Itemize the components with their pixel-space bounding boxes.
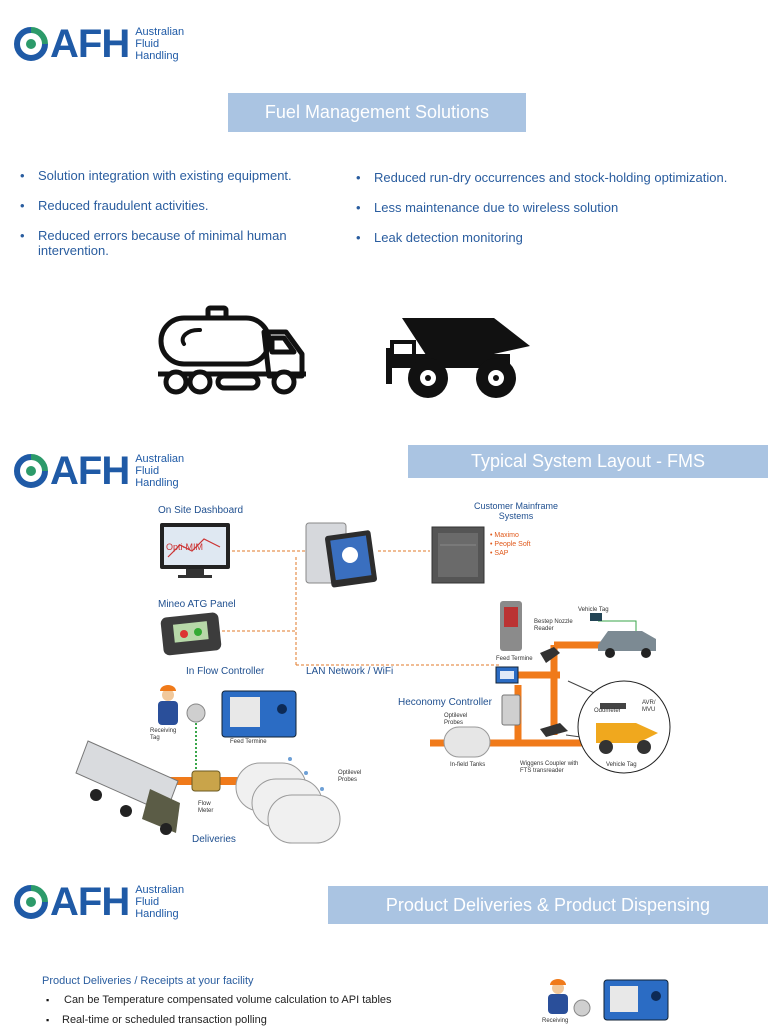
label-deliveries: Deliveries xyxy=(192,834,236,845)
dashboard-screen-text: Opti-MIM xyxy=(166,542,203,552)
slide1-left-bullets: Solution integration with existing equip… xyxy=(18,168,318,273)
label-optilevel-probes: Optilevel Probes xyxy=(338,770,362,783)
label-feed-termine-2: Feed Termine xyxy=(496,656,533,662)
bullet-item: Reduced run-dry occurrences and stock-ho… xyxy=(354,170,734,185)
mainframe-list: • Maximo • People Soft • SAP xyxy=(490,532,531,557)
label-customer-mainframe: Customer Mainframe Systems xyxy=(473,501,559,521)
logo-subtitle: Australian Fluid Handling xyxy=(135,884,185,920)
label-odometer: Odometer xyxy=(594,708,621,714)
label-lan-network: LAN Network / WiFi xyxy=(306,666,394,677)
mining-dump-truck-icon xyxy=(386,318,530,398)
system-layout-diagram xyxy=(75,522,671,844)
logo-subtitle: Australian Fluid Handling xyxy=(135,26,185,62)
slide3-bullets: Can be Temperature compensated volume ca… xyxy=(44,990,484,1030)
bullet-item: Reduced errors because of minimal human … xyxy=(18,228,318,258)
label-wiggens-coupler: Wiggens Coupler with FTS transreader xyxy=(520,761,579,774)
label-flow-meter: Flow Meter xyxy=(198,801,214,814)
logo-wordmark: AFH xyxy=(50,880,130,924)
label-avr-mvu: AVR/ MVU xyxy=(642,700,656,713)
mainframe-item: People Soft xyxy=(494,541,531,548)
afh-logo: AFH Australian Fluid Handling xyxy=(14,882,184,922)
slide1-right-bullets: Reduced run-dry occurrences and stock-ho… xyxy=(354,170,734,260)
afh-logo-mark-icon xyxy=(14,885,48,919)
slide3-banner: Product Deliveries & Product Dispensing xyxy=(328,886,768,924)
afh-logo: AFH Australian Fluid Handling xyxy=(14,24,184,64)
afh-logo: AFH Australian Fluid Handling xyxy=(14,451,184,491)
label-heconomy-controller: Heconomy Controller xyxy=(398,697,492,708)
bullet-item: Can be Temperature compensated volume ca… xyxy=(44,990,484,1010)
label-mineo-atg: Mineo ATG Panel xyxy=(158,599,236,610)
label-bestep-nozzle: Bestep Nozzle Reader xyxy=(534,619,573,632)
fuel-tanker-truck-icon xyxy=(158,305,306,395)
label-vehicle-tag-2: Vehicle Tag xyxy=(606,762,637,768)
label-receiving-tag: Receiving Tag xyxy=(150,728,177,741)
bullet-item: Reduced fraudulent activities. xyxy=(18,198,318,213)
logo-subtitle: Australian Fluid Handling xyxy=(135,453,185,489)
label-on-site-dashboard: On Site Dashboard xyxy=(158,505,244,516)
label-feed-termine: Feed Termine xyxy=(230,739,267,745)
label-optilevel-probes-2: Optilevel Probes xyxy=(444,713,468,726)
afh-logo-mark-icon xyxy=(14,27,48,61)
slide2-banner: Typical System Layout - FMS xyxy=(408,445,768,478)
logo-wordmark: AFH xyxy=(50,449,130,493)
mainframe-item: SAP xyxy=(494,550,509,557)
label-receiving-partial: Receiving xyxy=(542,1018,569,1024)
logo-wordmark: AFH xyxy=(50,22,130,66)
slide1-banner: Fuel Management Solutions xyxy=(228,93,526,132)
label-in-flow-controller: In Flow Controller xyxy=(186,666,265,677)
mainframe-item: Maximo xyxy=(494,532,519,539)
bullet-item: Leak detection monitoring xyxy=(354,230,734,245)
label-in-field-tanks: In-field Tanks xyxy=(450,762,486,768)
receiving-illustration xyxy=(548,979,669,1021)
bullet-item: Solution integration with existing equip… xyxy=(18,168,318,183)
label-vehicle-tag: Vehicle Tag xyxy=(578,607,609,613)
afh-logo-mark-icon xyxy=(14,454,48,488)
bullet-item: Real-time or scheduled transaction polli… xyxy=(44,1010,484,1030)
bullet-item: Less maintenance due to wireless solutio… xyxy=(354,200,734,215)
slide3-heading: Product Deliveries / Receipts at your fa… xyxy=(42,975,254,987)
